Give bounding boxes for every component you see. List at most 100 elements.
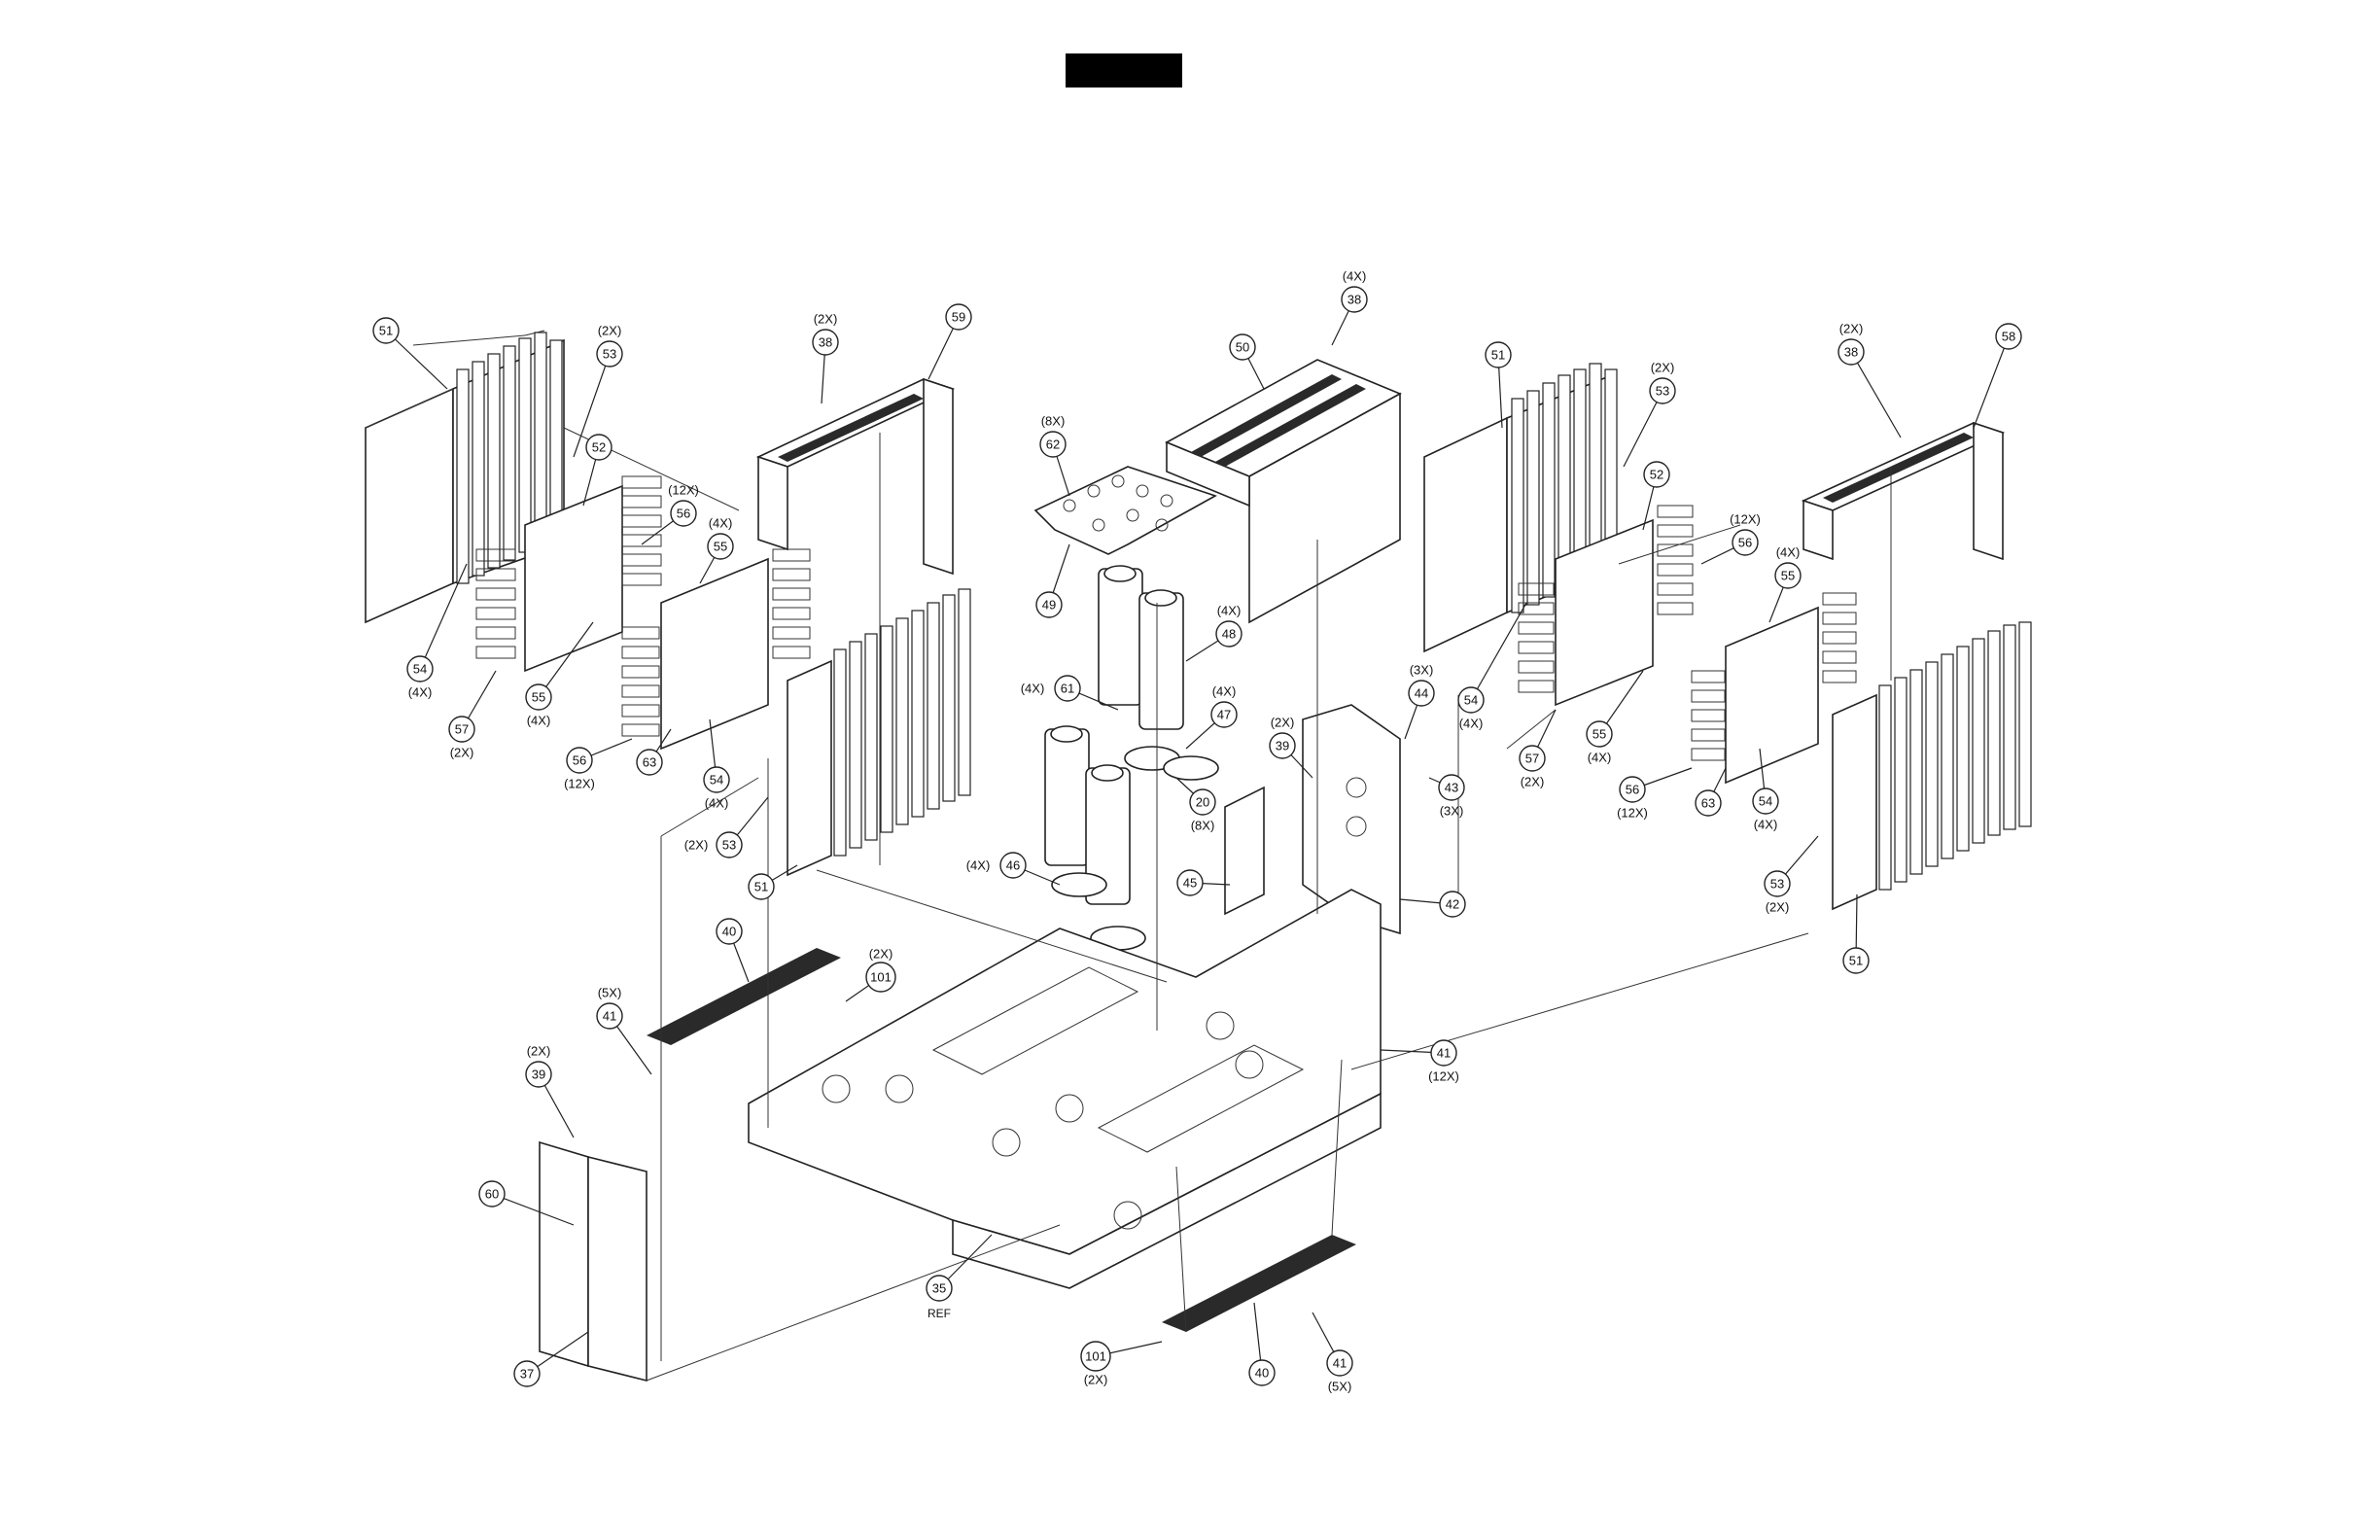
leader-line bbox=[1850, 351, 1902, 438]
quantity-label: (4X) bbox=[1588, 751, 1612, 765]
callout-circle bbox=[707, 533, 734, 560]
quantity-label: (2X) bbox=[1651, 361, 1675, 375]
callout-c51b: 51 bbox=[748, 864, 798, 900]
part-number: 52 bbox=[1650, 468, 1663, 482]
callout-c53b: 53 (2X) bbox=[684, 796, 769, 858]
callout-circle bbox=[1838, 338, 1865, 366]
callout-circle bbox=[1248, 1359, 1276, 1386]
callout-c63b: 63 bbox=[1695, 767, 1727, 817]
callout-circle bbox=[703, 766, 730, 793]
leader-line bbox=[1973, 335, 2010, 429]
part-number: 50 bbox=[1236, 340, 1249, 355]
callout-c50: 50 bbox=[1229, 333, 1265, 390]
part-number: 40 bbox=[1255, 1366, 1269, 1381]
callout-c48: 48(4X) bbox=[1185, 604, 1242, 662]
callout-circle bbox=[716, 918, 743, 945]
callout-c45: 45 bbox=[1176, 869, 1231, 896]
callout-circle bbox=[1842, 947, 1870, 974]
quantity-label: (2X) bbox=[1521, 775, 1545, 789]
right-heatsink-front bbox=[1832, 621, 2032, 911]
quantity-label: (4X) bbox=[1776, 545, 1801, 560]
quantity-label: (4X) bbox=[966, 858, 991, 873]
part-number: 41 bbox=[1437, 1046, 1451, 1061]
right-bottom-grille bbox=[1162, 1235, 1356, 1332]
part-number: 63 bbox=[643, 755, 656, 770]
callout-circle bbox=[1229, 333, 1256, 361]
quantity-label: (12X) bbox=[564, 777, 595, 791]
callout-circle bbox=[748, 873, 775, 900]
callout-circle bbox=[812, 329, 839, 356]
part-number: 58 bbox=[2002, 330, 2015, 344]
callout-circle bbox=[1439, 891, 1466, 918]
callout-circle bbox=[1586, 720, 1613, 748]
part-number: 46 bbox=[1006, 858, 1020, 873]
callout-c54b: 54(4X) bbox=[703, 718, 730, 811]
leader-line bbox=[491, 1193, 575, 1226]
quantity-label: (2X) bbox=[527, 1044, 551, 1059]
callout-circle bbox=[716, 831, 743, 858]
callout-c101b: 101(2X) bbox=[1080, 1341, 1163, 1387]
callout-c41a: 41(5X) bbox=[596, 986, 652, 1075]
leader-line bbox=[1623, 390, 1663, 468]
callout-c58: 58 bbox=[1973, 323, 2022, 429]
right-transistor-board-b bbox=[1691, 592, 1857, 785]
callout-c57b: 57(2X) bbox=[1519, 709, 1557, 789]
callout-circle bbox=[1408, 680, 1435, 707]
callout-c51d: 51 bbox=[1842, 893, 1870, 974]
callout-circle bbox=[1176, 869, 1204, 896]
quantity-label: (2X) bbox=[598, 324, 622, 338]
quantity-label: (8X) bbox=[1191, 819, 1215, 833]
quantity-label: (2X) bbox=[1084, 1373, 1108, 1387]
callout-circle bbox=[1519, 745, 1546, 772]
left-transistor-board-b bbox=[621, 548, 811, 751]
part-number: 20 bbox=[1196, 795, 1209, 810]
leader-line bbox=[1470, 602, 1527, 701]
quantity-label: (2X) bbox=[1766, 900, 1790, 915]
callout-c54a: 54(4X) bbox=[406, 563, 468, 700]
callout-circle bbox=[1054, 675, 1081, 702]
part-number: 53 bbox=[603, 347, 616, 362]
callout-circle bbox=[1215, 620, 1242, 648]
part-number: 54 bbox=[710, 773, 723, 788]
callout-c41b: 41(12X) bbox=[1380, 1039, 1459, 1084]
leader-line bbox=[419, 563, 468, 670]
header-block bbox=[1066, 53, 1182, 88]
callout-circle bbox=[1039, 431, 1067, 458]
callout-c38a: 38(2X) bbox=[812, 312, 839, 404]
callout-c20: 20 (8X) bbox=[1175, 777, 1216, 833]
quantity-label: (2X) bbox=[1839, 322, 1864, 336]
part-number: 51 bbox=[1849, 954, 1863, 968]
quantity-label: (5X) bbox=[1328, 1380, 1352, 1394]
quantity-label: (4X) bbox=[1459, 717, 1484, 731]
callout-c53c: 53(2X) bbox=[1623, 361, 1676, 468]
part-number: 53 bbox=[722, 838, 736, 853]
callout-c51a: 51 bbox=[372, 317, 448, 390]
part-number: 62 bbox=[1046, 438, 1060, 452]
quantity-label: (8X) bbox=[1041, 414, 1066, 429]
quantity-label: (4X) bbox=[1217, 604, 1242, 618]
left-bottom-grille bbox=[647, 948, 841, 1045]
quantity-label: (2X) bbox=[450, 746, 474, 760]
callout-c54c: 54(4X) bbox=[1457, 602, 1527, 731]
main-chassis bbox=[748, 889, 1382, 1289]
callout-c43: 43(3X) bbox=[1428, 774, 1465, 819]
part-number: 37 bbox=[520, 1367, 534, 1382]
part-number: 52 bbox=[592, 440, 606, 455]
callout-c55d: 55(4X) bbox=[1586, 670, 1644, 765]
quantity-label: (2X) bbox=[684, 838, 709, 853]
ref-label: REF bbox=[928, 1307, 951, 1320]
part-number: 101 bbox=[870, 970, 892, 985]
callout-c41c: 41(5X) bbox=[1312, 1312, 1353, 1394]
callout-circle bbox=[1210, 701, 1238, 728]
part-number: 47 bbox=[1217, 708, 1231, 722]
callout-circle bbox=[1764, 870, 1791, 897]
quantity-label: (2X) bbox=[814, 312, 838, 327]
quantity-label: (2X) bbox=[1271, 716, 1295, 730]
center-top-cover bbox=[1165, 359, 1402, 624]
callout-circle bbox=[1189, 788, 1216, 816]
left-heatsink-front bbox=[787, 588, 971, 877]
quantity-label: (4X) bbox=[408, 685, 433, 700]
filter-capacitors bbox=[1044, 565, 1184, 905]
callout-circle bbox=[1035, 591, 1063, 618]
callout-circle bbox=[1995, 323, 2022, 350]
